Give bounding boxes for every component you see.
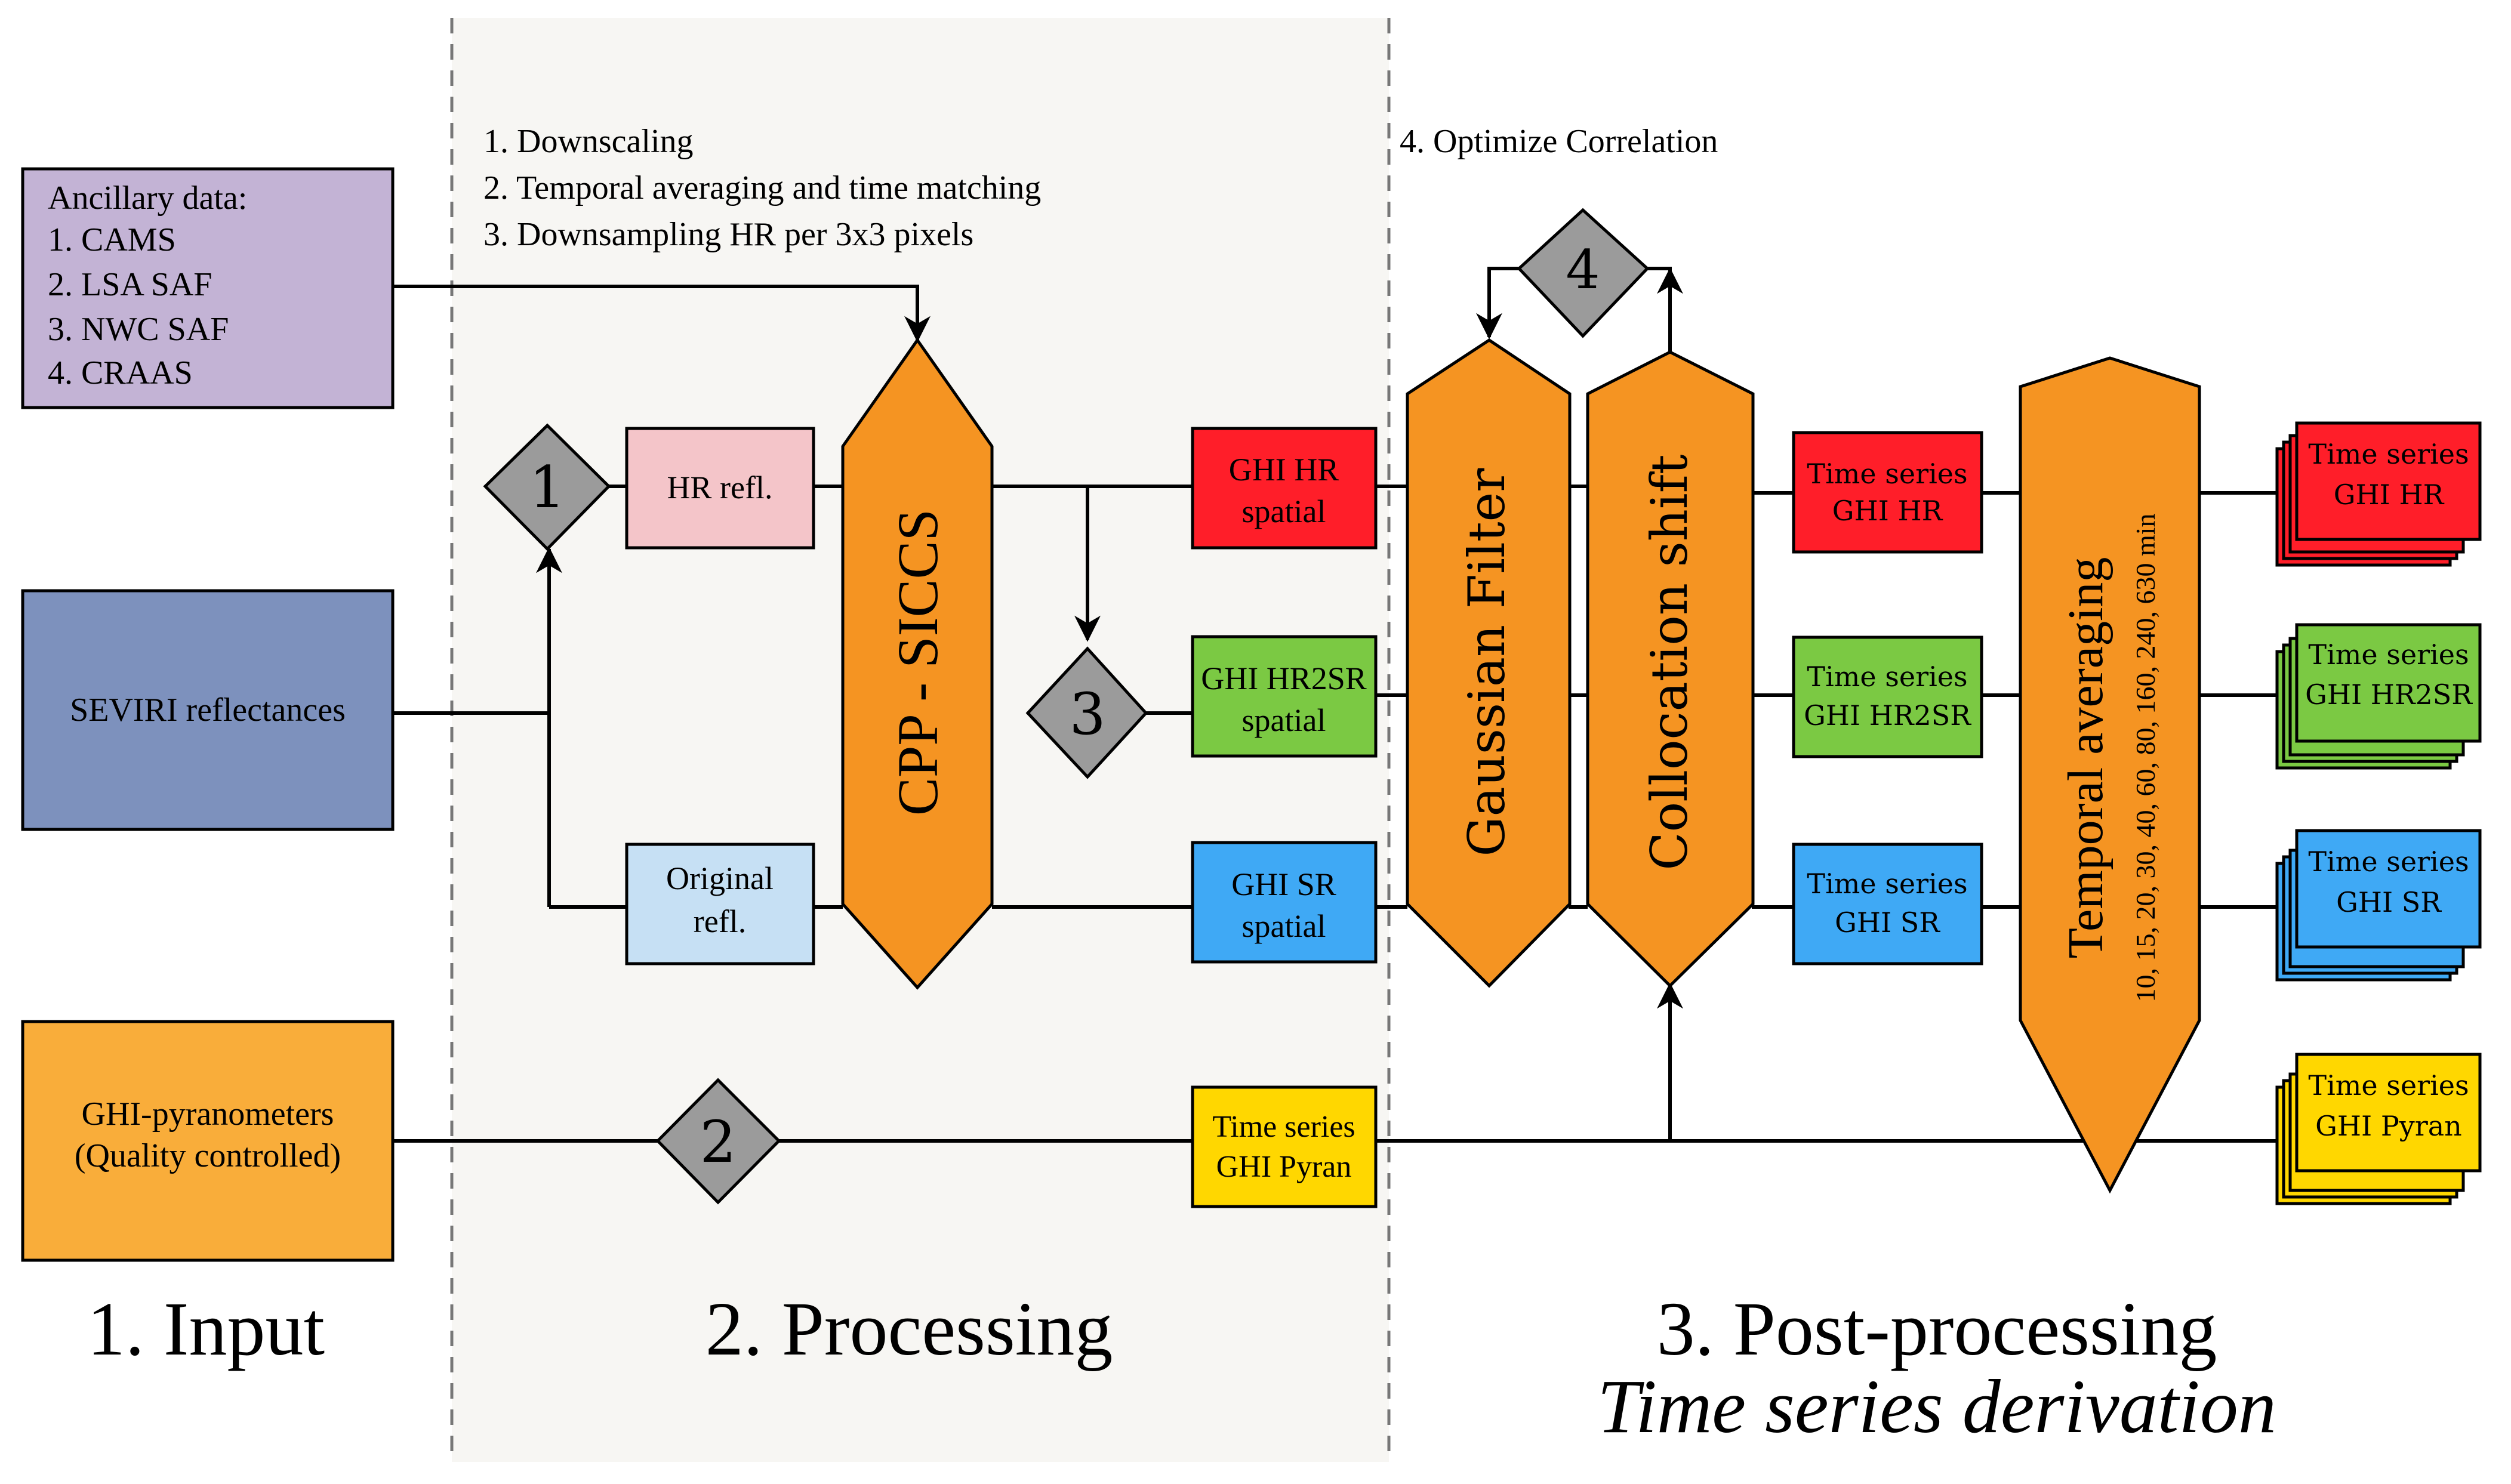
ghi-hr-spatial-label-1: GHI HR bbox=[1229, 452, 1339, 488]
output-ghi-hr2sr-label-2: GHI HR2SR bbox=[2305, 678, 2473, 711]
ts-ghi-hr2sr-label-1: Time series bbox=[1807, 661, 1967, 693]
ghi-hr-spatial-box bbox=[1191, 427, 1378, 550]
ts-ghi-hr-label-2: GHI HR bbox=[1832, 495, 1943, 527]
ancillary-item-2: 2. LSA SAF bbox=[48, 266, 212, 303]
section-title-processing: 2. Processing bbox=[705, 1286, 1113, 1371]
section-subtitle-postprocessing: Time series derivation bbox=[1597, 1364, 2276, 1449]
processing-note-1: 1. Downscaling bbox=[483, 123, 694, 160]
hr-refl-box bbox=[625, 427, 815, 550]
temporal-averaging-intervals: 10, 15, 20, 30, 40, 60, 80, 160, 240, 63… bbox=[2130, 513, 2161, 1002]
output-stack-ghi-hr2sr: Time series GHI HR2SR bbox=[2275, 623, 2482, 770]
diamond-step-1-label: 1 bbox=[529, 454, 565, 521]
output-ghi-hr2sr-label-1: Time series bbox=[2308, 638, 2469, 671]
ancillary-item-3: 3. NWC SAF bbox=[48, 311, 229, 348]
output-ghi-sr-label-1: Time series bbox=[2308, 846, 2469, 878]
output-stack-ghi-sr: Time series GHI SR bbox=[2275, 829, 2482, 982]
connector-collocation-to-diamond4 bbox=[1647, 267, 1672, 352]
ts-ghi-hr2sr-box bbox=[1792, 635, 1983, 758]
cpp-siccs-label: CPP - SICCS bbox=[886, 509, 950, 816]
processing-note-3: 3. Downsampling HR per 3x3 pixels bbox=[483, 216, 973, 253]
section-title-input: 1. Input bbox=[87, 1286, 325, 1371]
ts-ghi-hr-box bbox=[1792, 431, 1983, 554]
pyranometers-box bbox=[21, 1020, 395, 1262]
ancillary-item-1: 1. CAMS bbox=[48, 221, 176, 258]
ghi-sr-spatial-label-2: spatial bbox=[1242, 908, 1326, 944]
diamond-step-1 bbox=[483, 423, 611, 551]
seviri-label: SEVIRI reflectances bbox=[70, 692, 346, 729]
ghi-hr2sr-spatial-box bbox=[1191, 635, 1378, 758]
ts-ghi-sr-label-1: Time series bbox=[1807, 868, 1967, 900]
ts-ghi-pyran-label-2: GHI Pyran bbox=[1216, 1150, 1352, 1184]
pyranometers-label-1: GHI-pyranometers bbox=[82, 1096, 334, 1133]
ghi-hr2sr-spatial-label-1: GHI HR2SR bbox=[1201, 661, 1367, 696]
output-stack-ghi-hr: Time series GHI HR bbox=[2275, 421, 2482, 567]
collocation-shift-label: Collocation shift bbox=[1640, 454, 1699, 870]
collocation-shift-process bbox=[1586, 350, 1755, 988]
output-ghi-hr-label-1: Time series bbox=[2308, 438, 2469, 470]
diamond-step-3 bbox=[1025, 646, 1148, 779]
ghi-sr-spatial-box bbox=[1191, 841, 1378, 964]
ts-ghi-sr-label-2: GHI SR bbox=[1835, 906, 1940, 939]
output-ghi-pyran-label-1: Time series bbox=[2308, 1069, 2469, 1102]
ts-ghi-hr2sr-label-2: GHI HR2SR bbox=[1804, 699, 1971, 732]
diamond-step-4-label: 4 bbox=[1566, 239, 1600, 301]
output-stack-ghi-pyran: Time series GHI Pyran bbox=[2275, 1053, 2482, 1205]
gaussian-filter-label: Gaussian Filter bbox=[1458, 468, 1516, 857]
connector-ancillary-to-cpp bbox=[393, 285, 931, 343]
temporal-averaging-process bbox=[2019, 356, 2201, 1194]
processing-note-2: 2. Temporal averaging and time matching bbox=[483, 169, 1041, 206]
diamond-step-3-label: 3 bbox=[1069, 681, 1105, 748]
original-refl-label-1: Original bbox=[666, 860, 774, 896]
hr-refl-label: HR refl. bbox=[667, 470, 773, 505]
original-refl-box bbox=[625, 843, 815, 965]
ghi-sr-spatial-label-1: GHI SR bbox=[1231, 866, 1336, 902]
ts-ghi-pyran-label-1: Time series bbox=[1212, 1110, 1355, 1144]
original-refl-label-2: refl. bbox=[694, 903, 746, 939]
output-ghi-hr-label-2: GHI HR bbox=[2334, 479, 2445, 511]
pyranometers-label-2: (Quality controlled) bbox=[75, 1137, 341, 1174]
ancillary-data-box bbox=[21, 167, 395, 409]
temporal-averaging-label: Temporal averaging bbox=[2058, 557, 2113, 959]
gaussian-filter-process bbox=[1406, 338, 1572, 988]
ancillary-item-4: 4. CRAAS bbox=[48, 354, 193, 391]
ts-ghi-hr-label-1: Time series bbox=[1807, 458, 1967, 490]
ancillary-title: Ancillary data: bbox=[48, 180, 247, 217]
ghi-hr2sr-spatial-label-2: spatial bbox=[1242, 702, 1326, 738]
diamond-step-4 bbox=[1517, 208, 1650, 338]
ts-ghi-pyran-box bbox=[1191, 1085, 1378, 1208]
output-ghi-pyran-label-2: GHI Pyran bbox=[2315, 1110, 2462, 1142]
seviri-reflectances-box bbox=[21, 589, 395, 831]
diamond-step-2 bbox=[655, 1078, 781, 1205]
ghi-hr-spatial-label-2: spatial bbox=[1242, 493, 1326, 529]
ts-ghi-sr-box bbox=[1792, 843, 1983, 965]
diamond-step-2-label: 2 bbox=[700, 1109, 736, 1176]
postprocessing-note-4: 4. Optimize Correlation bbox=[1400, 123, 1718, 160]
cpp-siccs-process bbox=[841, 337, 994, 990]
output-ghi-sr-label-2: GHI SR bbox=[2336, 886, 2442, 918]
section-title-postprocessing: 3. Post-processing bbox=[1657, 1286, 2217, 1371]
connector-diamond4-to-gaussian bbox=[1476, 267, 1519, 340]
